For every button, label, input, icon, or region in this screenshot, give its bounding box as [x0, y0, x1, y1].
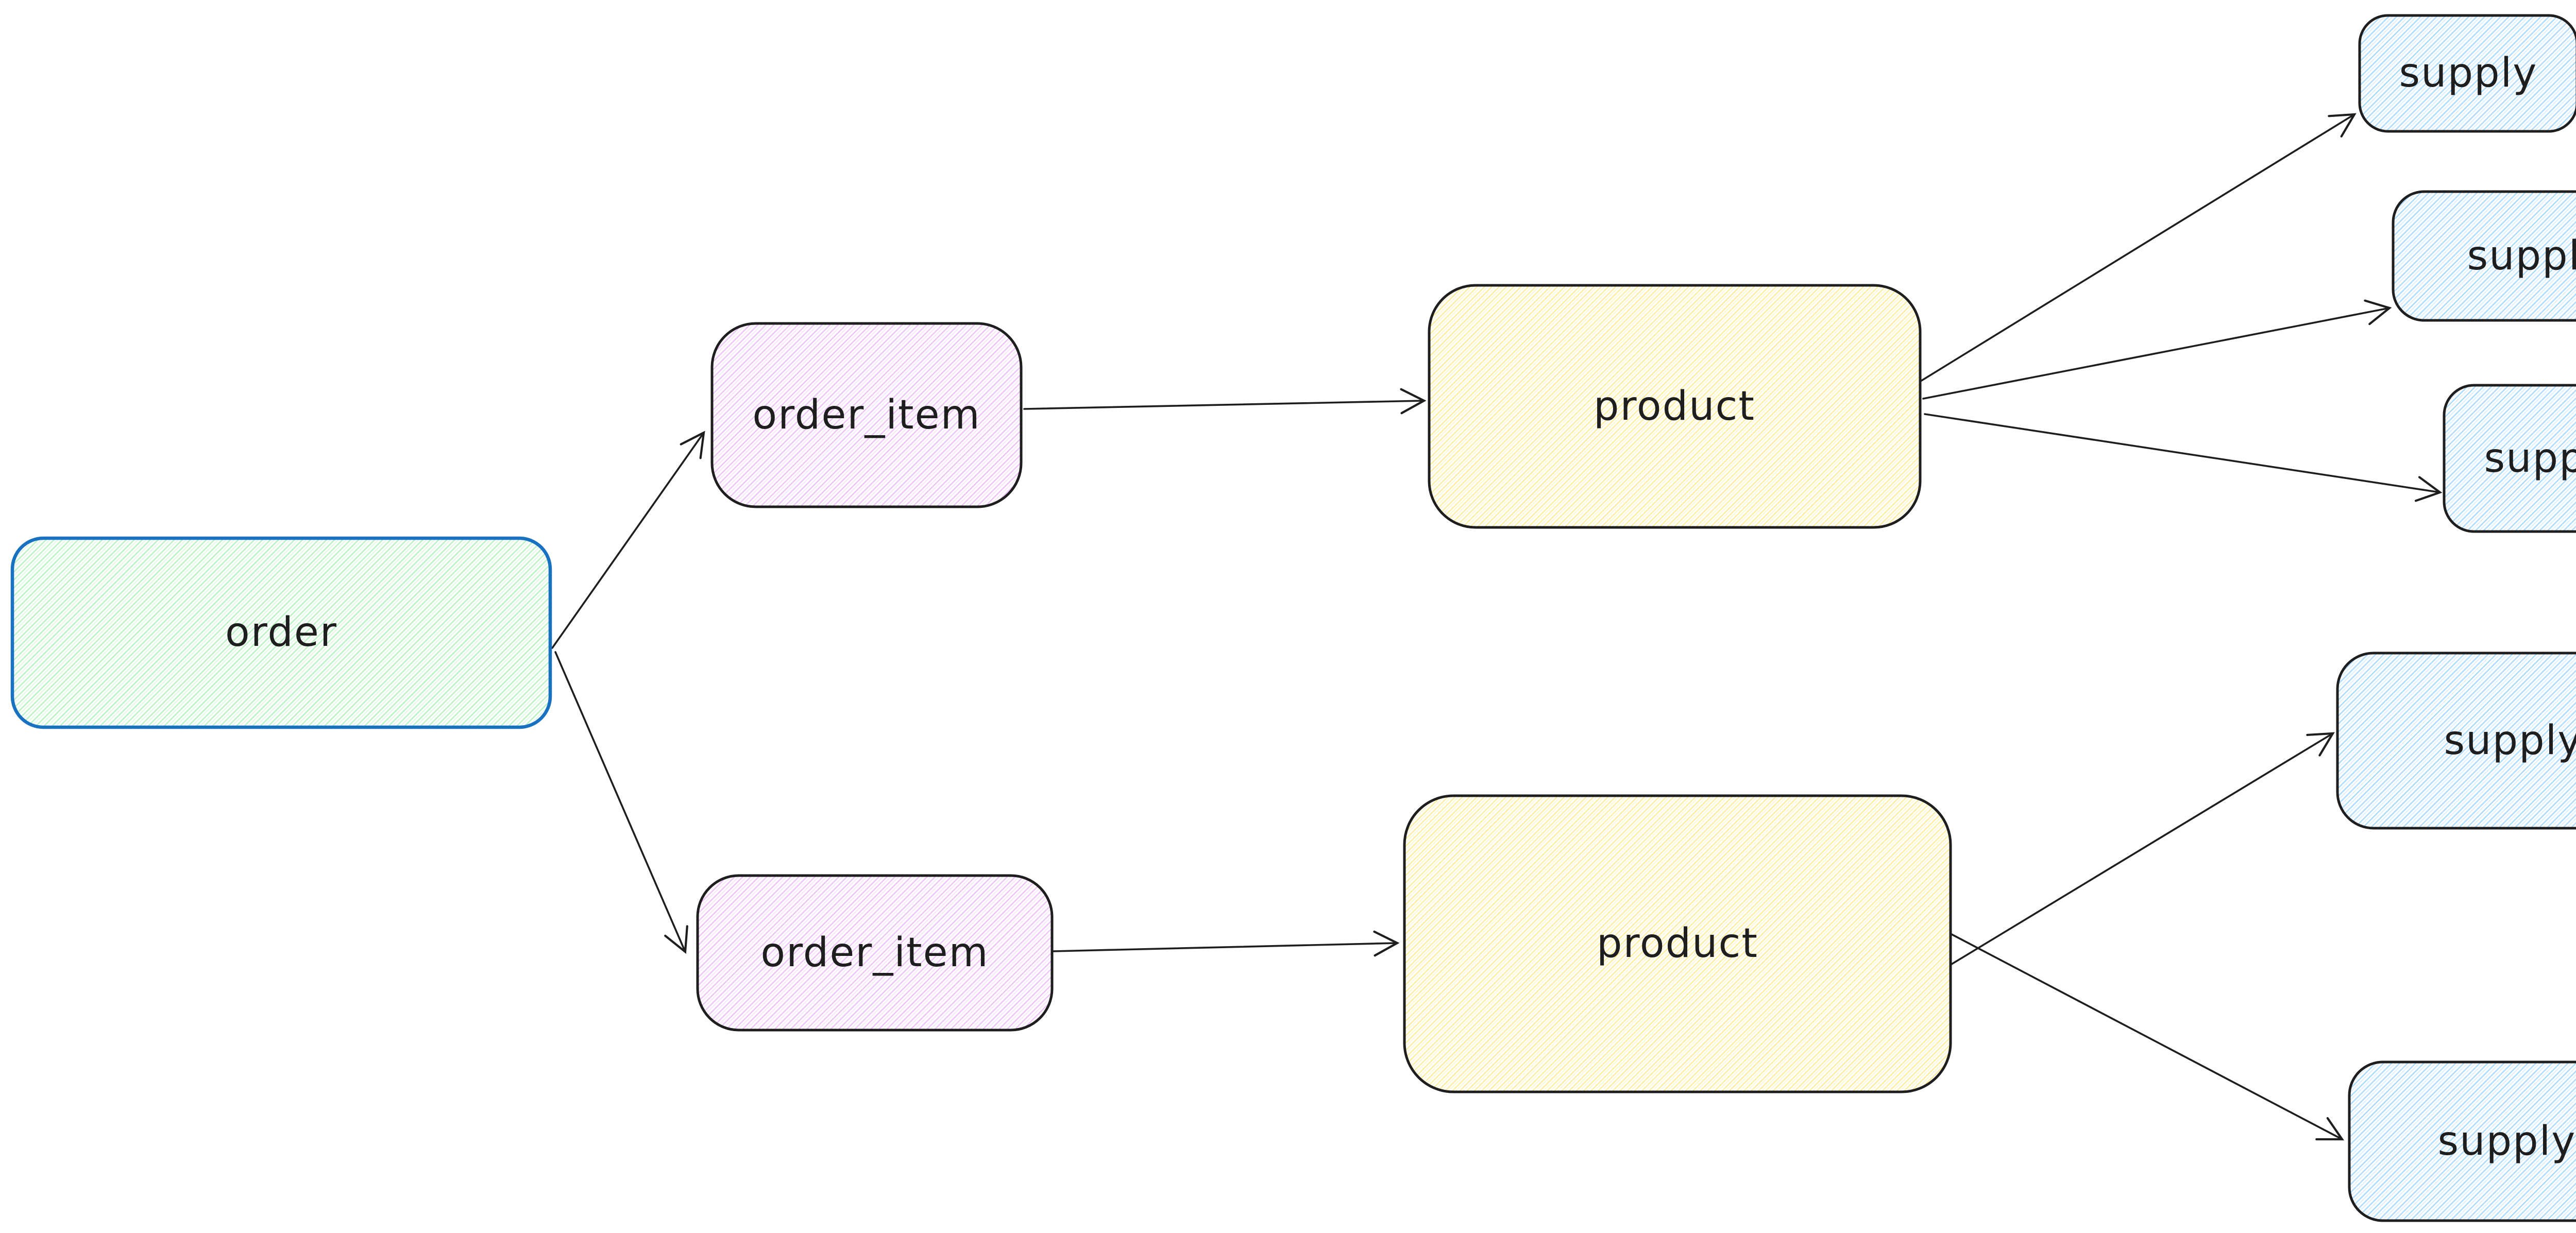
edge-product-2-to-supply-5[interactable] — [1951, 933, 2344, 1141]
node-supply-2[interactable]: supply — [2392, 190, 2576, 322]
edge-order-to-order-item-2[interactable] — [554, 651, 688, 954]
node-supply-1-label: supply — [2399, 50, 2538, 96]
edge-product-1-to-supply-3[interactable] — [1924, 413, 2443, 502]
node-supply-3-label: supply — [2484, 435, 2576, 482]
edge-product-1-to-supply-1[interactable] — [1920, 113, 2357, 382]
node-supply-2-label: supply — [2467, 233, 2576, 279]
edge-product-2-to-supply-4[interactable] — [1951, 732, 2335, 965]
node-order-item-2-label: order_item — [760, 930, 989, 976]
node-order-item-1-border — [710, 322, 1023, 508]
node-supply-4-border — [2336, 652, 2576, 830]
node-product-2[interactable]: product — [1403, 794, 1952, 1093]
edge-order-item-1-to-product-1[interactable] — [1023, 388, 1427, 415]
node-supply-5-label: supply — [2438, 1118, 2576, 1164]
node-supply-5-border — [2348, 1060, 2576, 1222]
edge-order-item-2-to-product-2[interactable] — [1052, 930, 1400, 957]
node-order-item-1[interactable]: order_item — [710, 322, 1023, 508]
node-supply-2-border — [2392, 190, 2576, 322]
edge-order-to-order-item-1[interactable] — [551, 431, 705, 649]
node-supply-5[interactable]: supply — [2348, 1060, 2576, 1222]
node-product-1-label: product — [1594, 383, 1755, 430]
node-order-item-2-border — [696, 874, 1054, 1032]
node-product-2-label: product — [1597, 920, 1758, 967]
node-supply-1-border — [2358, 14, 2576, 133]
node-order-item-2[interactable]: order_item — [696, 874, 1054, 1032]
node-supply-4[interactable]: supply — [2336, 652, 2576, 830]
node-supply-3[interactable]: supply — [2443, 384, 2576, 533]
node-product-1[interactable]: product — [1428, 284, 1922, 529]
node-order[interactable]: order — [10, 536, 552, 729]
node-product-1-border — [1428, 284, 1922, 529]
node-product-2-border — [1403, 794, 1952, 1093]
edge-product-1-to-supply-2[interactable] — [1922, 299, 2392, 400]
node-supply-1[interactable]: supply — [2358, 14, 2576, 133]
node-order-label: order — [225, 609, 337, 656]
node-supply-4-label: supply — [2444, 717, 2576, 764]
node-supply-3-border — [2443, 384, 2576, 533]
node-order-item-1-label: order_item — [752, 392, 980, 438]
node-order-border — [10, 536, 552, 729]
